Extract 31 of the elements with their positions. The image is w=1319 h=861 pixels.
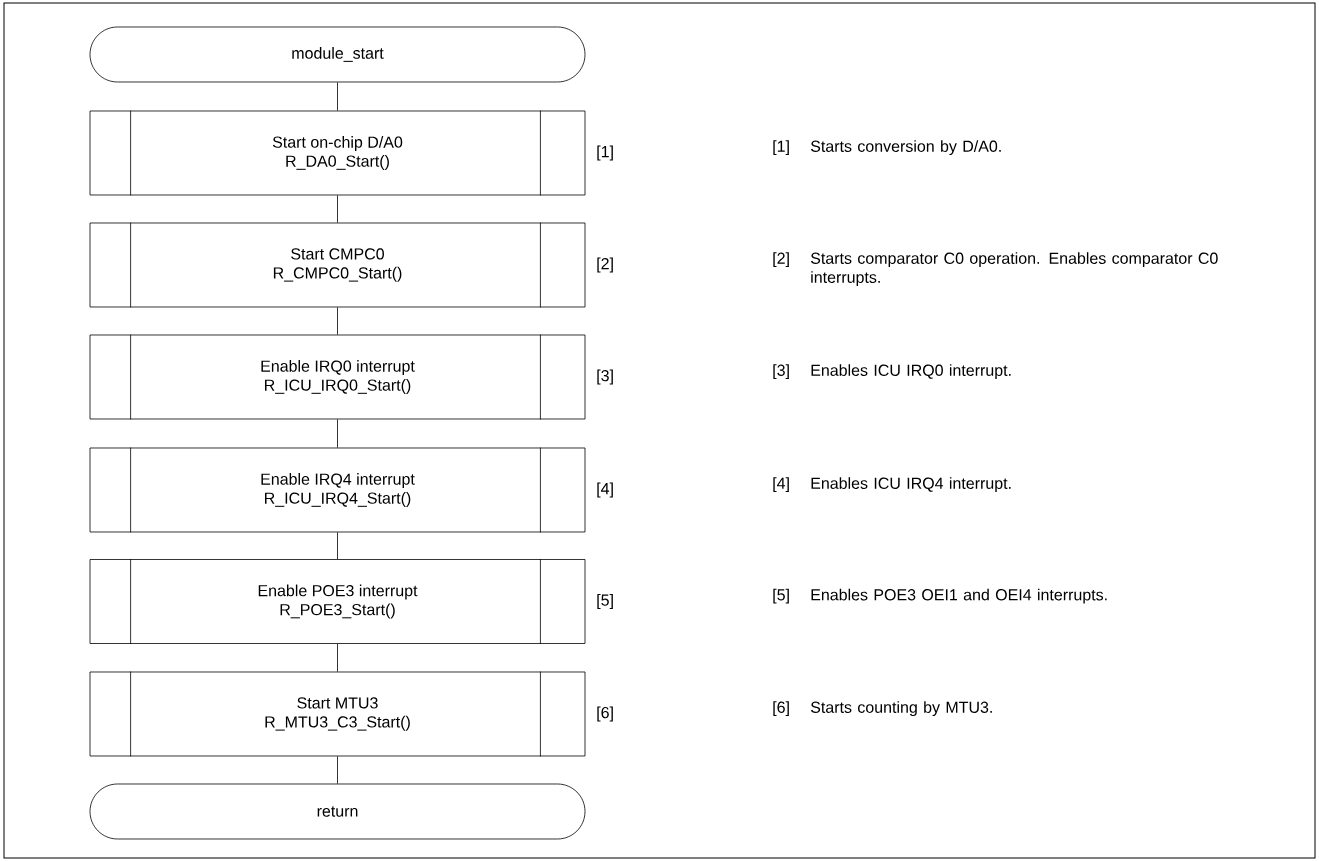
note-number: [6] (773, 701, 789, 717)
connector-line (337, 419, 338, 448)
subroutine-box: Start CMPC0 R_CMPC0_Start() (89, 222, 586, 308)
connector-line (337, 532, 338, 560)
step-number: [5] (597, 594, 613, 609)
subroutine-box: Start MTU3 R_MTU3_C3_Start() (89, 671, 586, 757)
subroutine-box: Enable IRQ4 interrupt R_ICU_IRQ4_Start() (89, 447, 586, 533)
step-number: [6] (597, 706, 613, 722)
note-text: Starts counting by MTU3. (810, 701, 992, 717)
note-text: Enables POE3 OEI1 and OEI4 interrupts. (811, 588, 1107, 604)
note-number: [2] (773, 252, 789, 268)
subroutine-box: Enable POE3 interrupt R_POE3_Start() (89, 558, 586, 645)
note-number: [4] (773, 477, 789, 493)
step-number: [2] (597, 257, 613, 273)
subroutine-box: Enable IRQ0 interrupt R_ICU_IRQ0_Start() (89, 334, 586, 420)
subroutine-box: Start on-chip D/A0 R_DA0_Start() (89, 110, 586, 196)
connector-line (337, 756, 338, 784)
note-number: [3] (773, 364, 789, 380)
note-text: Starts comparator C0 operation. Enables comparator C0 interrupts. (810, 252, 1218, 287)
note-number: [5] (773, 588, 789, 604)
connector-line (337, 82, 338, 111)
step-number: [1] (597, 145, 613, 161)
note-text: Enables ICU IRQ0 interrupt. (811, 364, 1011, 380)
connector-line (337, 643, 338, 672)
step-number: [3] (597, 369, 613, 385)
note-text: Starts conversion by D/A0. (810, 140, 1001, 156)
note-number: [1] (773, 140, 789, 156)
note-text: Enables ICU IRQ4 interrupt. (811, 477, 1011, 493)
connector-line (337, 195, 338, 223)
connector-line (337, 307, 338, 335)
step-number: [4] (597, 482, 613, 498)
